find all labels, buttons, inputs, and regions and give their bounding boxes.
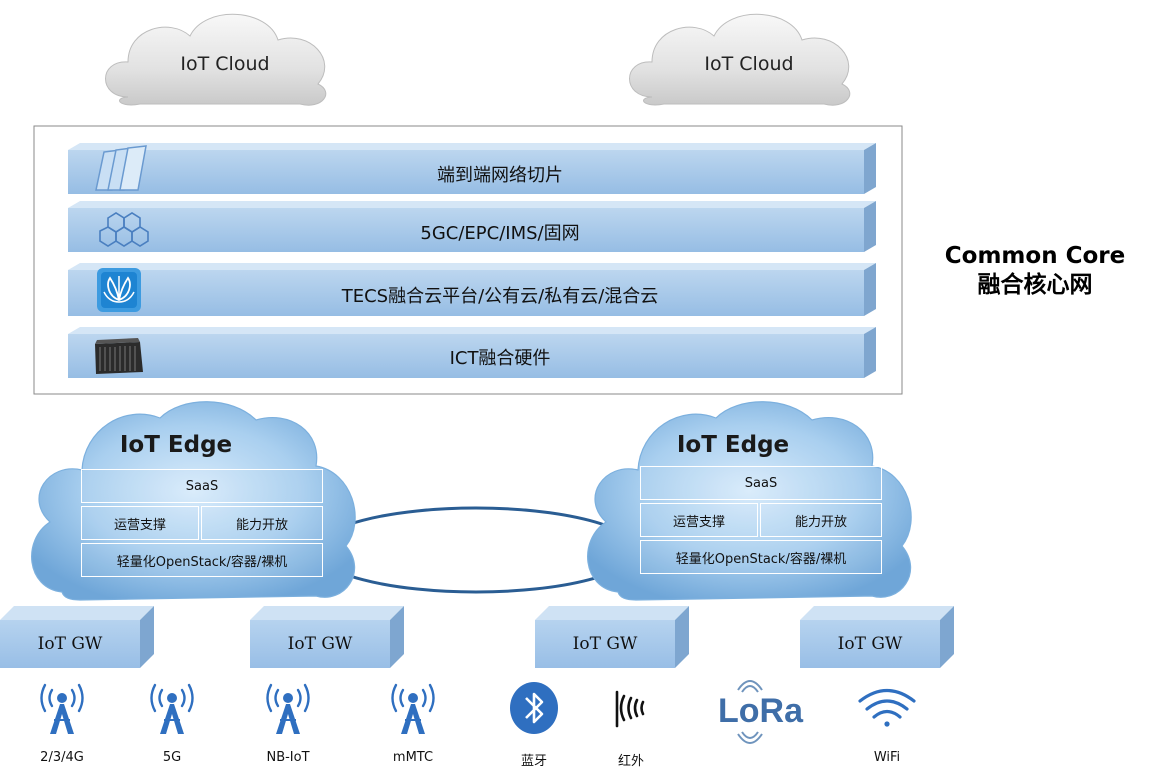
iot-cloud-right <box>629 13 851 106</box>
cell-tower-icon <box>391 683 435 734</box>
stacked-cards-icon <box>95 145 147 191</box>
gateway-box-2 <box>250 606 404 668</box>
iot-cloud-label: IoT Cloud <box>180 53 270 75</box>
saas-cell: SaaS <box>81 469 323 503</box>
iot-edge-cloud-right <box>587 401 912 601</box>
layer-slicing <box>68 143 876 194</box>
iot-cloud-label: IoT Cloud <box>704 53 794 75</box>
saas-cell: SaaS <box>640 466 882 500</box>
capability-open-cell: 能力开放 <box>201 506 323 540</box>
gateway-label: IoT GW <box>37 634 103 654</box>
common-core-title-cn: 融合核心网 <box>977 272 1093 298</box>
core-layers <box>68 143 876 378</box>
ops-support-cell: 运营支撑 <box>81 506 199 540</box>
layer-core-network <box>68 201 876 252</box>
ops-support-cell: 运营支撑 <box>640 503 758 537</box>
layer-hardware <box>68 327 876 378</box>
device-label-nbiot: NB-IoT <box>266 750 310 765</box>
layer-cloud-platform <box>68 263 876 316</box>
device-label-5g: 5G <box>162 750 182 765</box>
bluetooth-icon <box>510 682 558 734</box>
gateway-box-1 <box>0 606 154 668</box>
infra-cell: 轻量化OpenStack/容器/裸机 <box>640 540 882 574</box>
gateway-label: IoT GW <box>287 634 353 654</box>
device-label-bluetooth: 蓝牙 <box>520 754 547 769</box>
layer-label-slicing: 端到端网络切片 <box>437 165 563 186</box>
iot-edge-cloud-left <box>31 401 356 601</box>
device-label-infrared: 红外 <box>617 754 644 769</box>
device-label-mmtc: mMTC <box>392 750 434 765</box>
cell-tower-icon <box>266 683 310 734</box>
infra-cell: 轻量化OpenStack/容器/裸机 <box>81 543 323 577</box>
layer-label-hardware: ICT融合硬件 <box>449 348 551 369</box>
gateway-label: IoT GW <box>837 634 903 654</box>
lora-logo-text: LoRa <box>718 692 804 730</box>
layer-label-cloud-platform: TECS融合云平台/公有云/私有云/混合云 <box>341 286 659 307</box>
cell-tower-icon <box>150 683 194 734</box>
cell-tower-icons <box>40 683 435 734</box>
server-rack-icon <box>95 338 143 374</box>
wifi-icon <box>858 688 916 727</box>
iot-edge-title: IoT Edge <box>676 432 790 458</box>
device-label-234g: 2/3/4G <box>40 750 84 765</box>
gateway-box-3 <box>535 606 689 668</box>
capability-open-cell: 能力开放 <box>760 503 882 537</box>
common-core-title: Common Core 融合核心网 <box>905 242 1165 300</box>
infrared-icon <box>615 690 645 728</box>
hexagon-cluster-icon <box>99 212 149 247</box>
cell-tower-icon <box>40 683 84 734</box>
gateway-box-4 <box>800 606 954 668</box>
iot-cloud-left <box>105 13 327 106</box>
device-label-wifi: WiFi <box>873 750 901 765</box>
lotus-app-icon <box>97 268 141 312</box>
gateway-label: IoT GW <box>572 634 638 654</box>
lora-logo-icon: LoRa <box>718 680 804 744</box>
common-core-title-en: Common Core <box>944 243 1126 269</box>
iot-edge-title: IoT Edge <box>119 432 233 458</box>
iot-gateway-boxes <box>0 606 954 668</box>
layer-label-core-network: 5GC/EPC/IMS/固网 <box>420 223 580 244</box>
